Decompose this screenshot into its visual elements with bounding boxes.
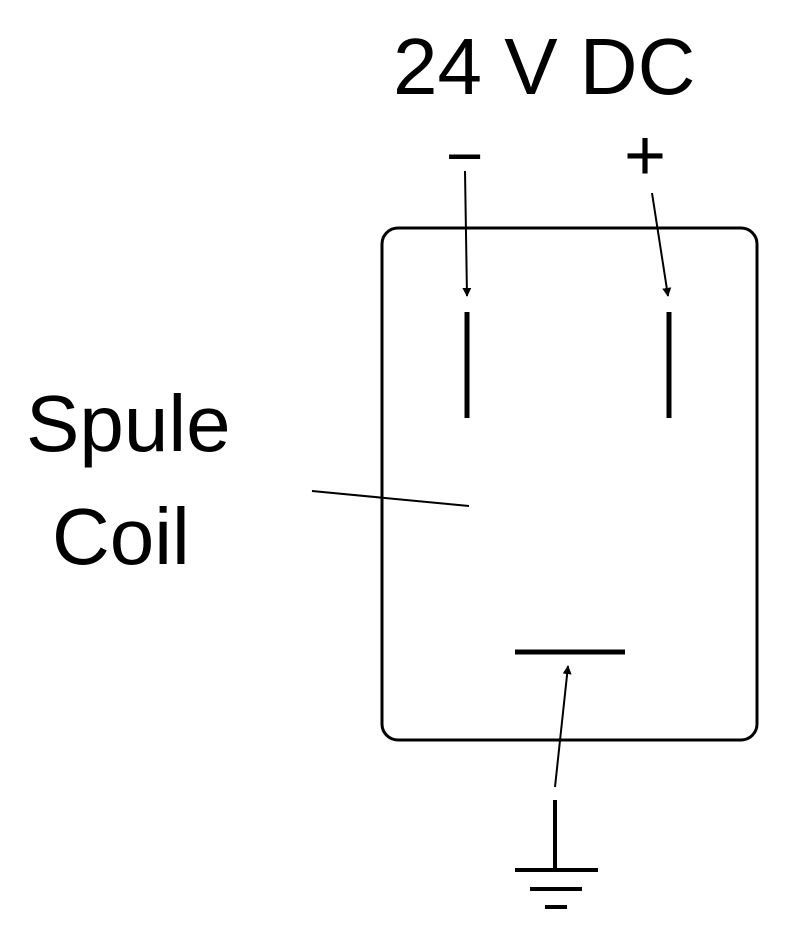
coil-leader-line (311, 490, 470, 507)
minus-pointer-arrow (462, 170, 472, 297)
ground-pointer-arrow (554, 665, 572, 788)
coil-label-en: Coil (52, 492, 190, 581)
coil-label-de: Spule (26, 379, 231, 468)
plus-pointer-arrow (651, 192, 672, 297)
ground-symbol-icon (515, 800, 598, 909)
voltage-label: 24 V DC (393, 22, 695, 111)
connector-housing (380, 226, 759, 742)
plus-sign: + (624, 116, 666, 196)
